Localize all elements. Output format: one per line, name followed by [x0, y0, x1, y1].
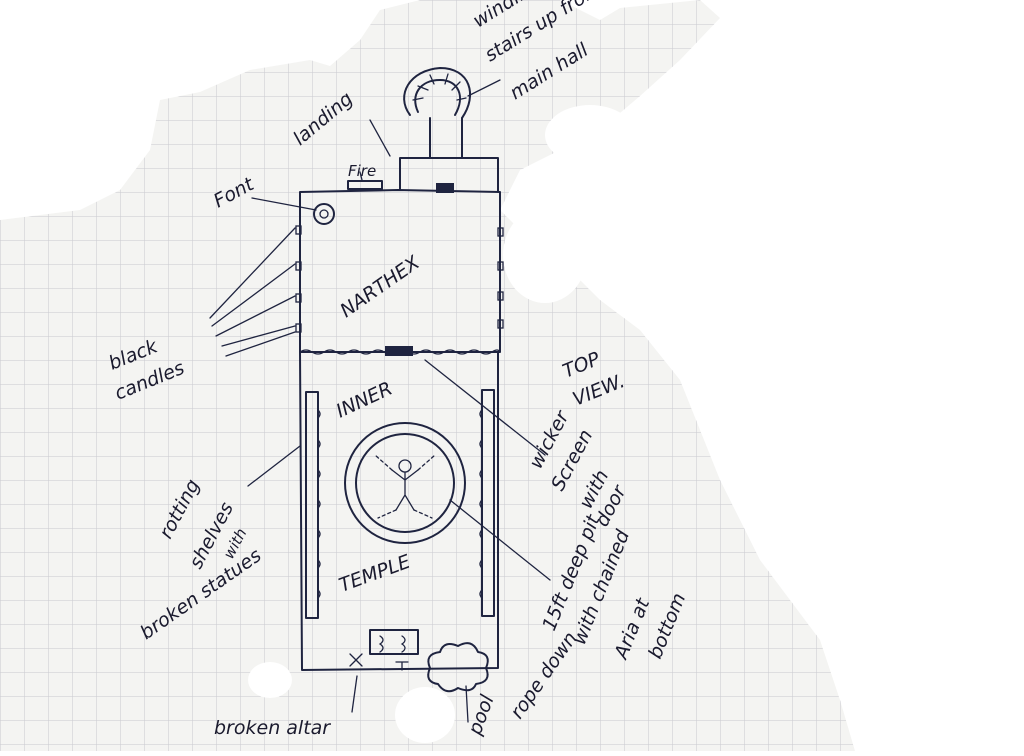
right-shelves: [481, 389, 495, 617]
fire-label: Fire: [348, 162, 376, 180]
narthex-room: [295, 189, 504, 356]
font-basin: [313, 203, 335, 225]
pit-inner-ring: [355, 433, 455, 533]
pool-drawing: [427, 642, 489, 693]
landing-drawing: [399, 157, 499, 193]
winding-stairs-drawing: [403, 67, 471, 159]
left-shelves: [305, 391, 319, 619]
broken-altar: [369, 629, 419, 655]
pit-outer-ring: [344, 422, 466, 544]
chained-figure: [374, 454, 436, 519]
broken-altar-label: broken altar: [214, 717, 331, 739]
fire-hearth: [347, 180, 383, 190]
inner-temple-room: [299, 351, 499, 671]
screen-door: [385, 346, 413, 356]
candle-marks: [295, 225, 504, 333]
leader-lines: [209, 79, 551, 723]
